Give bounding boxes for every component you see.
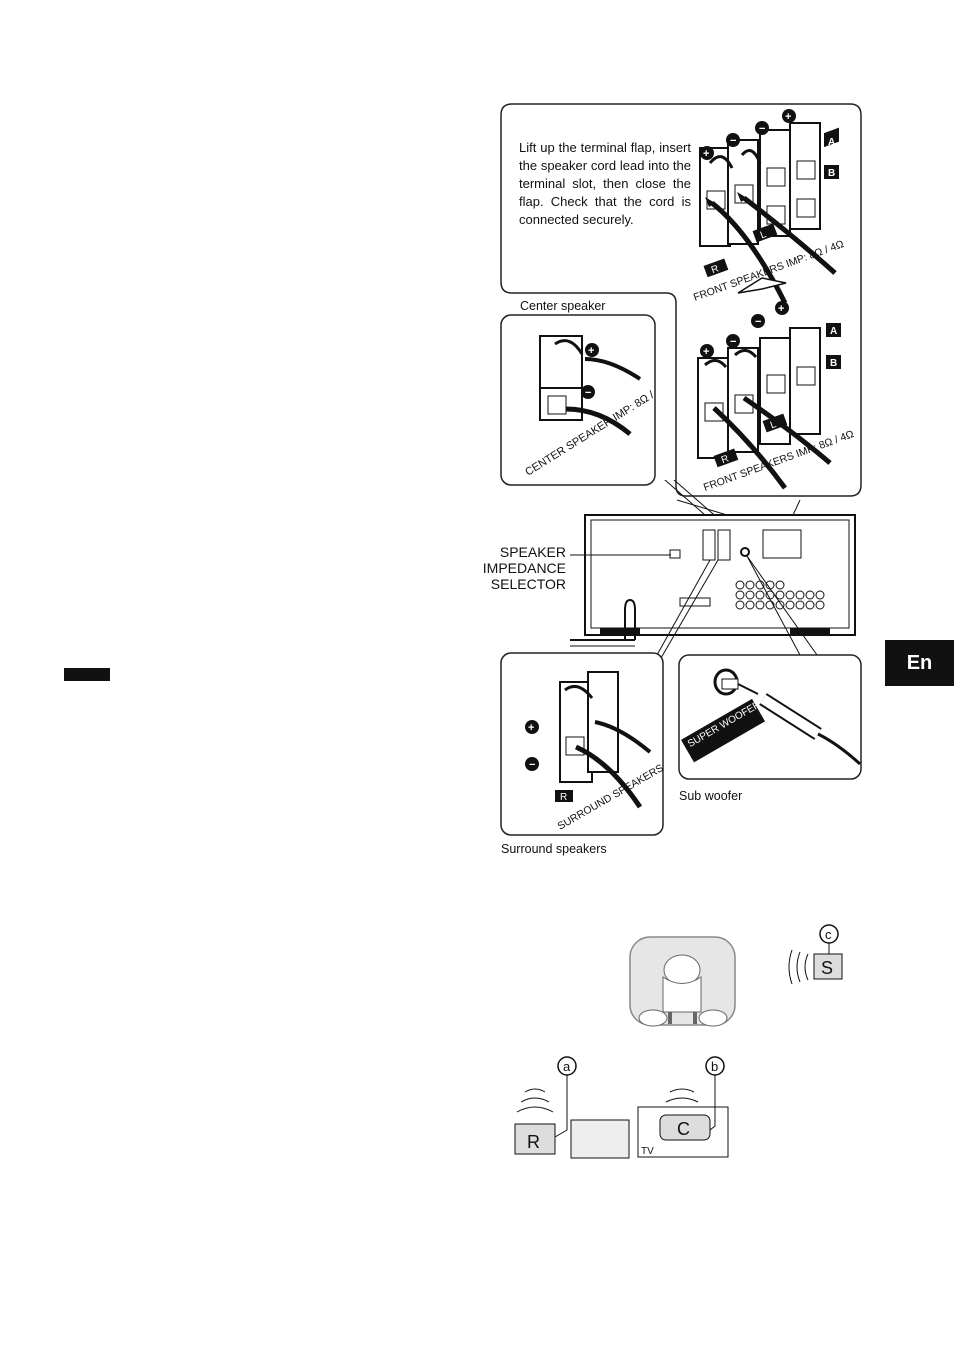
speaker-c-label: C [677,1119,690,1139]
svg-text:+: + [588,345,594,357]
section-marker-bar [64,668,110,681]
svg-text:A: A [830,326,837,337]
svg-text:R: R [710,263,721,276]
surround-channel-r-label: R [560,792,567,803]
svg-text:−: − [730,336,736,348]
speaker-s-label: S [821,958,833,978]
svg-text:L: L [759,229,768,241]
marker-c: c [825,927,832,942]
surround-speaker-s: c S [788,924,843,984]
svg-text:−: − [529,759,535,771]
tv-label: TV [641,1146,654,1157]
front-terminal-block-open [699,122,837,305]
svg-text:+: + [703,346,709,358]
front-terminal-block-closed [697,327,832,490]
svg-text:B: B [830,358,837,369]
svg-text:−: − [585,387,591,399]
svg-text:R: R [720,453,731,466]
marker-a: a [563,1059,571,1074]
front-speaker-panel: + − − + A B R L FRONT SPEAKERS IMP: 8Ω /… [500,103,862,497]
svg-text:A: A [828,137,835,148]
listener-armchair [629,936,736,1027]
marker-b: b [711,1059,718,1074]
speaker-r-label: R [527,1132,540,1152]
language-tab: En [885,640,954,686]
speaker-impedance-selector-label: SPEAKER IMPEDANCE SELECTOR [482,544,566,592]
svg-text:+: + [785,111,791,123]
surround-speakers-caption: Surround speakers [501,842,607,856]
sub-woofer-panel: SUPER WOOFER [678,654,862,780]
svg-text:+: + [703,148,709,160]
svg-text:−: − [759,123,765,135]
svg-text:+: + [778,303,784,315]
surround-speaker-panel: + − R SURROUND SPEAKERS IMP: 8Ω [500,652,664,836]
polarity-markers-bottom: + − − + [700,301,789,358]
center-speaker-panel: + − CENTER SPEAKER IMP: 8Ω / 4Ω [500,314,656,486]
row-badges-top: A B [824,127,839,179]
instruction-text: Lift up the terminal flap, insert the sp… [519,140,691,227]
down-arrow-icon [737,277,787,294]
svg-text:−: − [730,135,736,147]
polarity-markers-top: + − − + [700,109,796,160]
row-badges-bottom: A B [826,323,841,369]
svg-text:+: + [528,722,534,734]
svg-text:L: L [769,419,778,431]
receiver-rear-panel [570,480,856,658]
front-speaker-layout: a R b C TV [514,1056,729,1159]
sub-woofer-caption: Sub woofer [679,789,743,803]
center-speaker-caption: Center speaker [520,299,606,313]
svg-text:B: B [828,168,835,179]
svg-text:−: − [755,316,761,328]
